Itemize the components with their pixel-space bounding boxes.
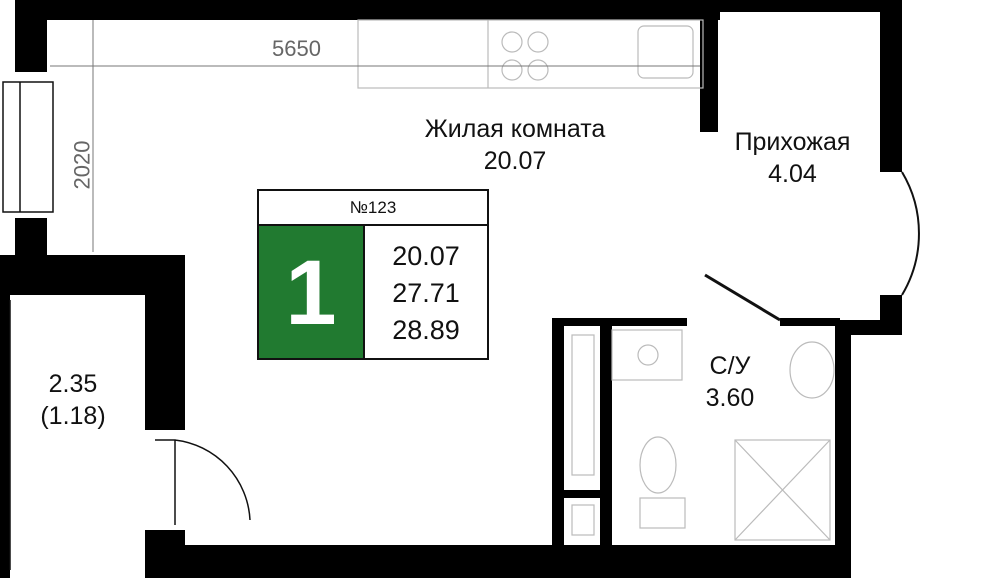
balcony-label: 2.35 (1.18) [18,368,128,432]
depth-dimension: 2020 [69,140,95,190]
apartment-number: №123 [259,191,487,226]
hall-area: 4.04 [768,160,817,188]
walls [0,0,902,578]
balcony-area: 2.35 [48,370,98,398]
living-room-area: 20.07 [483,147,547,175]
windows-doors [2,81,920,570]
dimension-lines [50,20,700,252]
balcony-area-reduced: (1.18) [40,402,106,430]
apartment-card: №123 1 20.07 27.71 28.89 [257,189,489,360]
hall-label: Прихожая 4.04 [720,126,865,190]
hall-name: Прихожая [734,128,851,156]
bathroom-name: С/У [709,352,751,380]
total-area-with-balcony: 28.89 [392,315,460,345]
living-room-name: Жилая комната [424,115,606,143]
living-area: 20.07 [392,241,460,271]
living-room-label: Жилая комната 20.07 [390,113,640,177]
area-list: 20.07 27.71 28.89 [365,226,487,358]
bathroom-label: С/У 3.60 [680,350,780,414]
furniture [357,19,835,541]
width-dimension: 5650 [272,36,321,61]
room-count: 1 [259,226,365,358]
total-area: 27.71 [392,278,460,308]
bathroom-area: 3.60 [705,384,755,412]
